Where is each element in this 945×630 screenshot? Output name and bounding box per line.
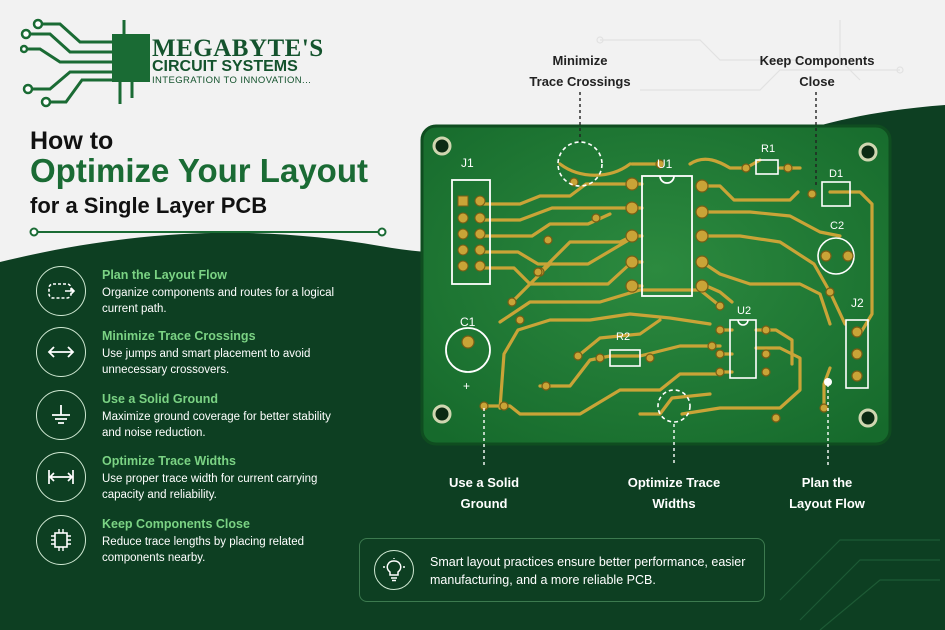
step-desc: Use proper trace width for current carry… <box>102 473 318 501</box>
callout-solid-ground: Use a Solid Ground <box>404 472 564 514</box>
label-u2: U2 <box>737 305 752 317</box>
callout-layout-flow: Plan the Layout Flow <box>747 472 907 514</box>
title-line-2: Optimize Your Layout <box>30 152 368 189</box>
step-title: Keep Components Close <box>102 517 250 531</box>
lightbulb-icon <box>374 550 414 590</box>
callout-trace-widths: Optimize Trace Widths <box>594 472 754 514</box>
flow-icon <box>36 266 86 316</box>
summary-note: Smart layout practices ensure better per… <box>359 538 765 602</box>
callout-minimize-crossings: Minimize Trace Crossings <box>500 50 660 92</box>
step-title: Plan the Layout Flow <box>102 268 228 282</box>
label-j1: J1 <box>461 156 474 170</box>
step-solid-ground: Use a Solid Ground Maximize ground cover… <box>36 390 356 450</box>
double-arrow-icon <box>36 327 86 377</box>
callout-line: Optimize Trace <box>627 475 721 490</box>
callout-line: Layout Flow <box>789 496 865 511</box>
step-title: Minimize Trace Crossings <box>102 329 256 343</box>
label-c2: C2 <box>830 220 845 232</box>
brand-tagline: INTEGRATION TO INNOVATION... <box>152 75 312 86</box>
callout-line: Ground <box>460 496 508 511</box>
label-r2: R2 <box>616 331 631 343</box>
brand-name: MEGABYTE'S <box>152 35 324 62</box>
summary-note-text: Smart layout practices ensure better per… <box>430 555 746 587</box>
label-c1-plus: + <box>463 379 471 393</box>
step-desc: Use jumps and smart placement to avoid u… <box>102 348 311 376</box>
callout-line: Trace Crossings <box>529 74 631 89</box>
step-desc: Reduce trace lengths by placing related … <box>102 536 305 564</box>
label-u1: U1 <box>657 157 673 171</box>
step-title: Optimize Trace Widths <box>102 454 236 468</box>
title-line-1: How to <box>30 127 114 155</box>
label-j2: J2 <box>851 296 864 310</box>
step-title: Use a Solid Ground <box>102 392 218 406</box>
step-components-close: Keep Components Close Reduce trace lengt… <box>36 515 356 575</box>
callout-line: Plan the <box>801 475 853 490</box>
brand-name-2: CIRCUIT SYSTEMS <box>152 58 298 75</box>
step-plan-layout-flow: Plan the Layout Flow Organize components… <box>36 266 356 326</box>
step-desc: Maximize ground coverage for better stab… <box>102 411 331 439</box>
callout-keep-close: Keep Components Close <box>737 50 897 92</box>
trace-width-icon <box>36 452 86 502</box>
step-minimize-crossings: Minimize Trace Crossings Use jumps and s… <box>36 327 356 387</box>
callout-line: Keep Components <box>759 53 875 68</box>
logo-icon <box>20 18 150 108</box>
callout-line: Close <box>799 74 835 89</box>
pcb-board <box>420 124 892 446</box>
chip-icon <box>36 515 86 565</box>
label-d1: D1 <box>829 168 844 180</box>
callout-line: Use a Solid <box>448 475 520 490</box>
title-divider <box>29 227 387 237</box>
label-c1: C1 <box>460 315 476 329</box>
step-trace-widths: Optimize Trace Widths Use proper trace w… <box>36 452 356 512</box>
step-desc: Organize components and routes for a log… <box>102 287 335 315</box>
callout-line: Widths <box>652 496 696 511</box>
ground-icon <box>36 390 86 440</box>
callout-line: Minimize <box>552 53 608 68</box>
label-r1: R1 <box>761 143 776 155</box>
title-line-3: for a Single Layer PCB <box>30 193 268 218</box>
